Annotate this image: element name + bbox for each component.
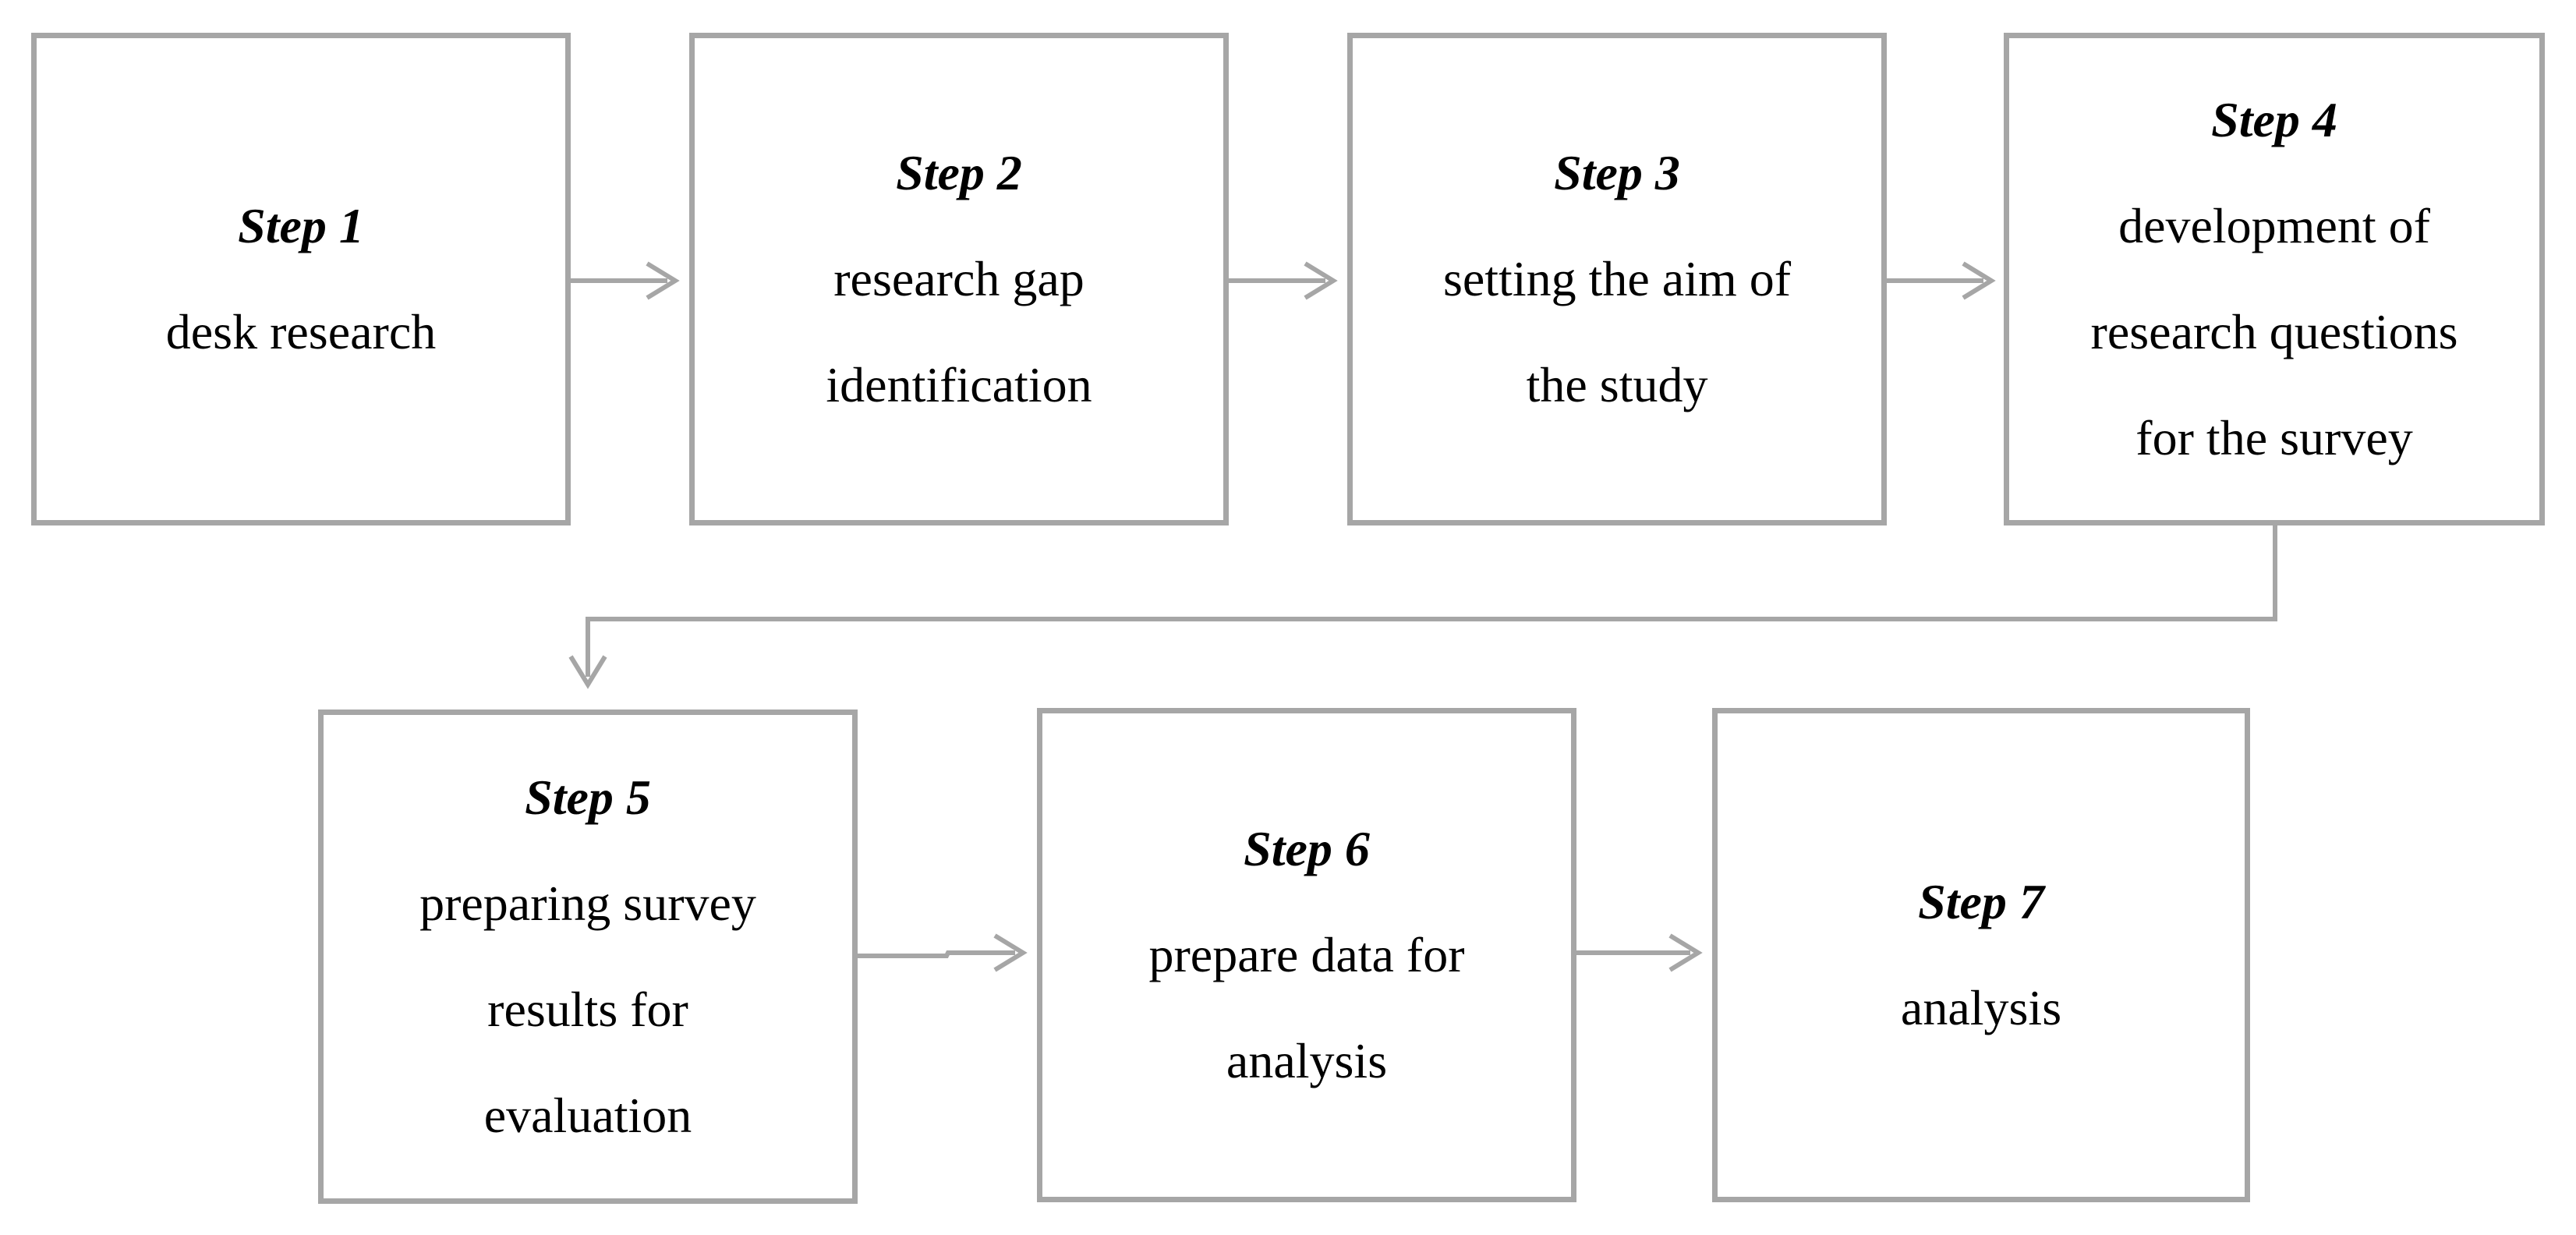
step-3-text-line-1: setting the aim of [1442, 251, 1792, 306]
step-5-title: Step 5 [525, 770, 651, 825]
step-2-box: Step 2 research gap identification [689, 33, 1229, 525]
arrowhead-step4-to-step5 [568, 655, 607, 689]
step-6-text-line-2: analysis [1226, 1033, 1388, 1088]
step-4-title: Step 4 [2211, 92, 2337, 147]
step-4-box: Step 4 development of research questions… [2004, 33, 2545, 525]
arrow-step4-to-step5 [586, 525, 2277, 677]
step-6-text-line-1: prepare data for [1148, 927, 1465, 982]
arrow-step5-to-step6 [858, 950, 1015, 958]
step-6-title: Step 6 [1244, 821, 1370, 876]
step-7-text-line-1: analysis [1900, 980, 2062, 1035]
step-5-text-line-3: evaluation [483, 1088, 692, 1143]
step-3-text-line-2: the study [1526, 357, 1708, 412]
step-2-text-line-1: research gap [833, 251, 1085, 306]
arrowhead-step6-to-step7 [1668, 933, 1703, 972]
step-1-text-line-1: desk research [165, 304, 437, 359]
step-2-title: Step 2 [896, 145, 1022, 200]
arrowhead-step2-to-step3 [1304, 261, 1338, 300]
step-1-title: Step 1 [238, 198, 364, 253]
arrowhead-step3-to-step4 [1962, 261, 1996, 300]
step-5-box: Step 5 preparing survey results for eval… [318, 710, 858, 1204]
step-2-text-line-2: identification [826, 357, 1092, 412]
step-7-title: Step 7 [1918, 874, 2044, 929]
step-4-text-line-2: research questions [2090, 304, 2458, 359]
arrowhead-step5-to-step6 [993, 933, 1028, 972]
step-4-text-line-1: development of [2118, 198, 2430, 253]
step-1-box: Step 1 desk research [31, 33, 571, 525]
step-4-text-line-3: for the survey [2135, 410, 2413, 465]
arrowhead-step1-to-step2 [646, 261, 680, 300]
step-5-text-line-2: results for [487, 982, 688, 1037]
step-6-box: Step 6 prepare data for analysis [1037, 708, 1576, 1202]
step-5-text-line-1: preparing survey [419, 876, 756, 931]
step-3-title: Step 3 [1554, 145, 1680, 200]
step-3-box: Step 3 setting the aim of the study [1347, 33, 1887, 525]
step-7-box: Step 7 analysis [1712, 708, 2250, 1202]
